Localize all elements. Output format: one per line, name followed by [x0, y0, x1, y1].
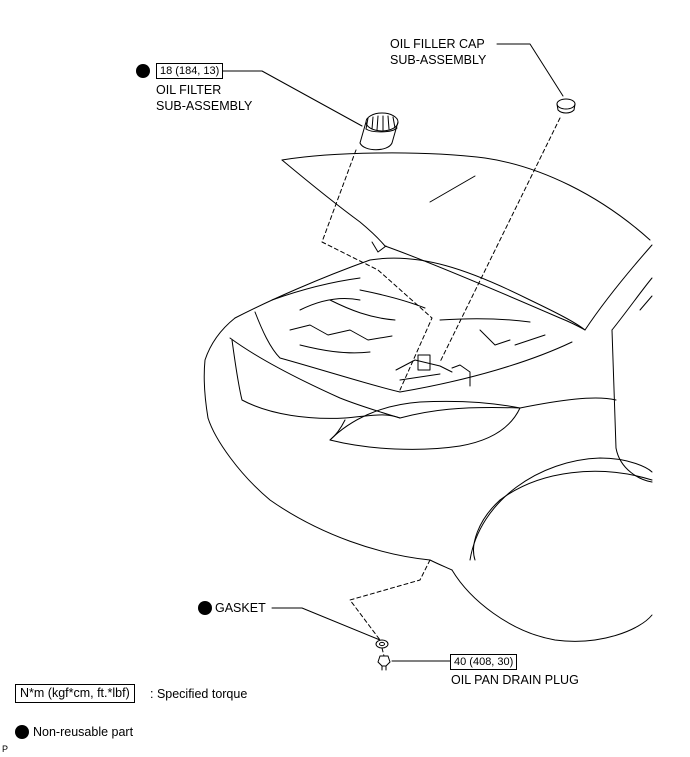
corner-mark: P: [2, 744, 9, 754]
non-reusable-dot-oil-filter: [136, 64, 150, 78]
legend-torque-desc: : Specified torque: [150, 687, 248, 701]
legend-non-reusable-dot: [15, 725, 29, 739]
gasket-label: GASKET: [215, 601, 266, 615]
assembly-lines: [321, 117, 561, 657]
engine-bay: [234, 257, 586, 393]
oil-filter-torque-box: 18 (184, 13): [156, 63, 224, 79]
hood: [281, 152, 651, 331]
oil-filler-cap-label: OIL FILLER CAP SUB-ASSEMBLY: [390, 37, 487, 67]
oil-filter-label: OIL FILTER SUB-ASSEMBLY: [156, 83, 253, 113]
oil-filler-cap-part: [556, 98, 576, 114]
legend-non-reusable-label: Non-reusable part: [33, 725, 134, 739]
front-end: [203, 317, 617, 561]
non-reusable-dot-gasket: [198, 601, 212, 615]
drain-plug-part: [377, 655, 391, 671]
leader-lines: [219, 43, 564, 662]
body-side: [584, 244, 653, 483]
oil-filter-part: [359, 112, 399, 151]
drain-plug-torque-box: 40 (408, 30): [450, 654, 518, 670]
drain-plug-label: OIL PAN DRAIN PLUG: [451, 673, 579, 687]
legend-torque-units-box: N*m (kgf*cm, ft.*lbf): [15, 684, 135, 703]
front-wheel: [429, 457, 653, 642]
gasket-part: [375, 639, 389, 649]
